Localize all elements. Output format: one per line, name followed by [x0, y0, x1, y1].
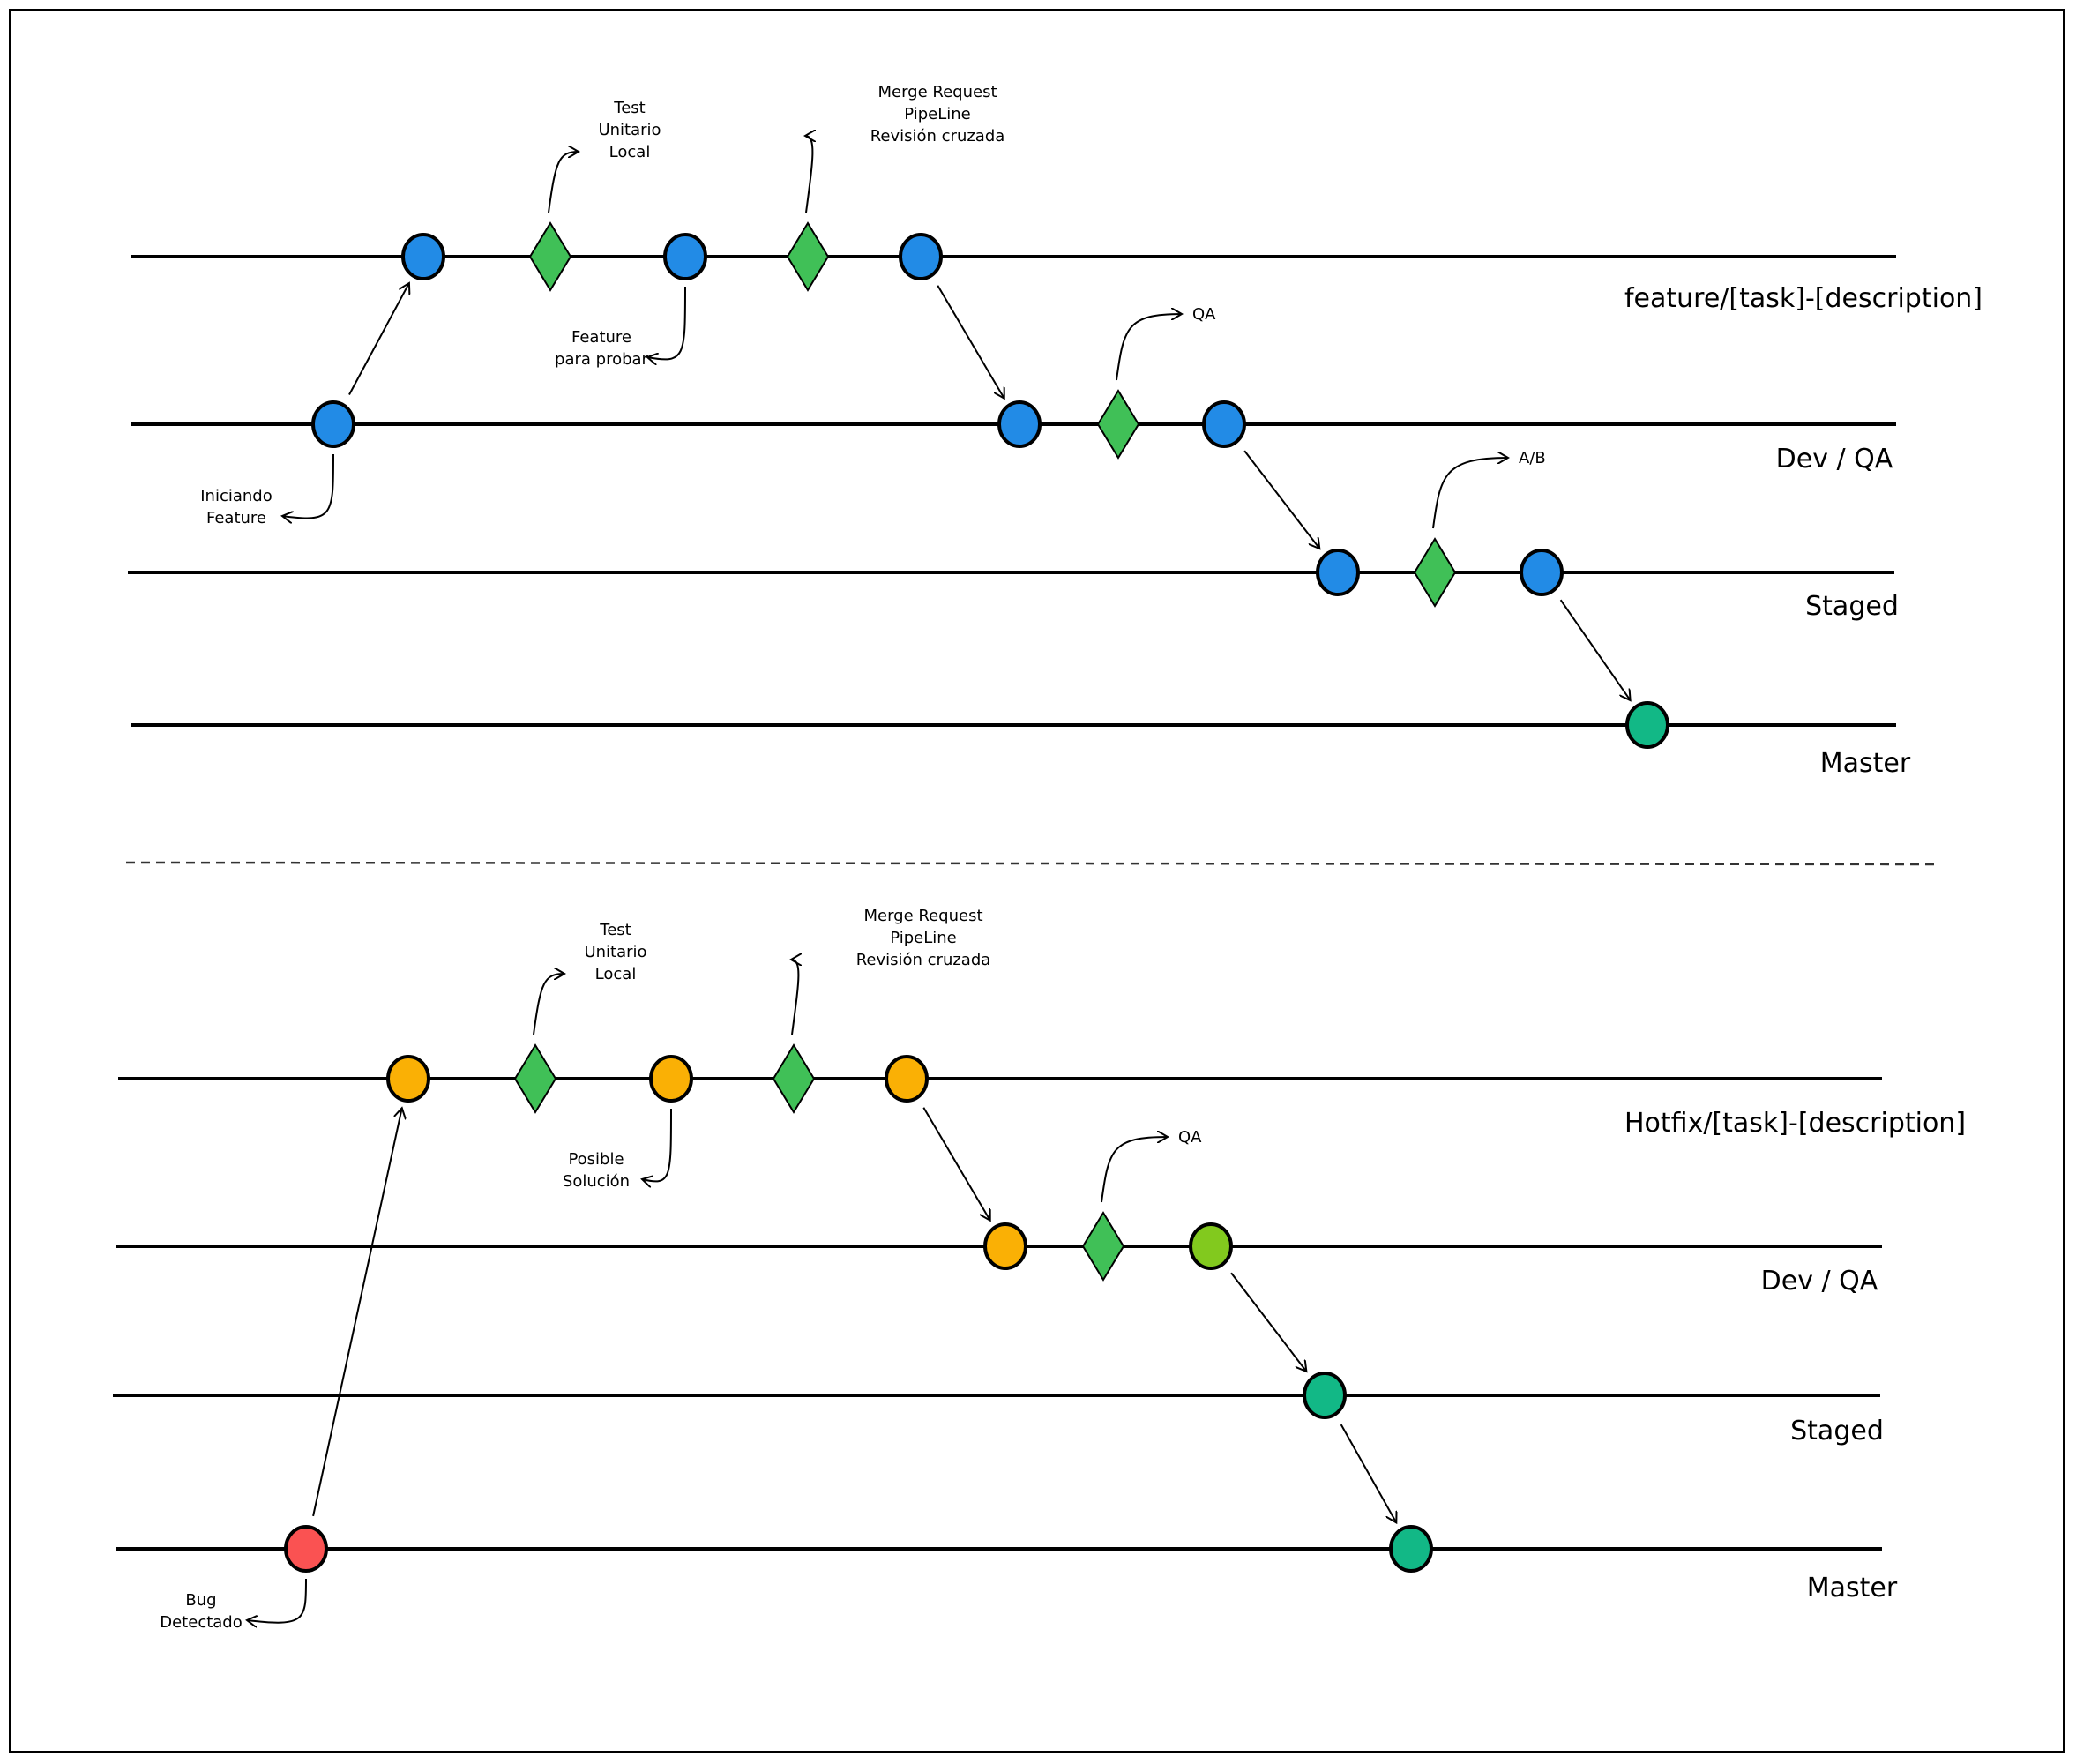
check-diamond[interactable] — [786, 221, 830, 292]
commit-node[interactable] — [1202, 400, 1246, 448]
commit-node[interactable] — [284, 1525, 328, 1573]
callout-arrow — [247, 1578, 307, 1623]
commit-node[interactable] — [997, 400, 1042, 448]
lane-label-feature: feature/[task]-[description] — [1624, 283, 1983, 314]
commit-node[interactable] — [649, 1055, 693, 1102]
merge-arrow — [312, 1108, 402, 1517]
lane-label-staged: Staged — [1790, 1416, 1884, 1446]
callout-arrow — [647, 286, 686, 359]
merge-arrow — [922, 1107, 989, 1221]
merge-arrow — [1243, 450, 1319, 549]
lane-label-staged: Staged — [1805, 591, 1899, 622]
check-diamond[interactable] — [1413, 537, 1457, 608]
section-separator — [125, 861, 1941, 866]
callout-arrow — [1116, 314, 1182, 381]
check-diamond[interactable] — [1096, 389, 1140, 460]
callout-arrow — [1101, 1137, 1168, 1203]
check-diamond[interactable] — [528, 221, 572, 292]
commit-node[interactable] — [311, 400, 355, 448]
check-diamond[interactable] — [772, 1043, 816, 1114]
callout-arrow — [1432, 458, 1508, 529]
commit-node[interactable] — [1520, 549, 1564, 596]
lane-label-master: Master — [1820, 748, 1911, 779]
check-diamond[interactable] — [1081, 1211, 1125, 1282]
lane-label-dev: Dev / QA — [1761, 1266, 1878, 1297]
commit-node[interactable] — [386, 1055, 430, 1102]
commit-node[interactable] — [663, 233, 707, 280]
merge-arrow — [1340, 1424, 1397, 1522]
callout-arrow — [642, 1108, 672, 1181]
callout-arrow — [805, 136, 812, 213]
commit-node[interactable] — [1189, 1222, 1233, 1270]
commit-node[interactable] — [1389, 1525, 1433, 1573]
merge-arrow — [1559, 599, 1631, 700]
commit-node[interactable] — [1316, 549, 1360, 596]
annotation-text: QA — [1178, 1128, 1202, 1147]
lane-label-master: Master — [1807, 1573, 1898, 1603]
lane-label-dev: Dev / QA — [1776, 444, 1893, 475]
annotation-text: QA — [1192, 305, 1216, 324]
lane-label-hotfix: Hotfix/[task]-[description] — [1624, 1108, 1966, 1139]
callout-arrow — [548, 152, 579, 213]
merge-arrow — [1230, 1272, 1306, 1372]
commit-node[interactable] — [899, 233, 943, 280]
callout-arrow — [282, 453, 334, 519]
callout-arrow — [533, 974, 564, 1035]
commit-node[interactable] — [1303, 1372, 1347, 1419]
annotation-text: A/B — [1519, 449, 1546, 467]
diagram-frame — [9, 9, 2065, 1753]
commit-node[interactable] — [983, 1222, 1027, 1270]
commit-node[interactable] — [885, 1055, 929, 1102]
check-diamond[interactable] — [513, 1043, 557, 1114]
commit-node[interactable] — [401, 233, 445, 280]
commit-node[interactable] — [1625, 701, 1669, 749]
merge-arrow — [348, 283, 409, 395]
merge-arrow — [937, 285, 1004, 399]
callout-arrow — [791, 960, 798, 1035]
